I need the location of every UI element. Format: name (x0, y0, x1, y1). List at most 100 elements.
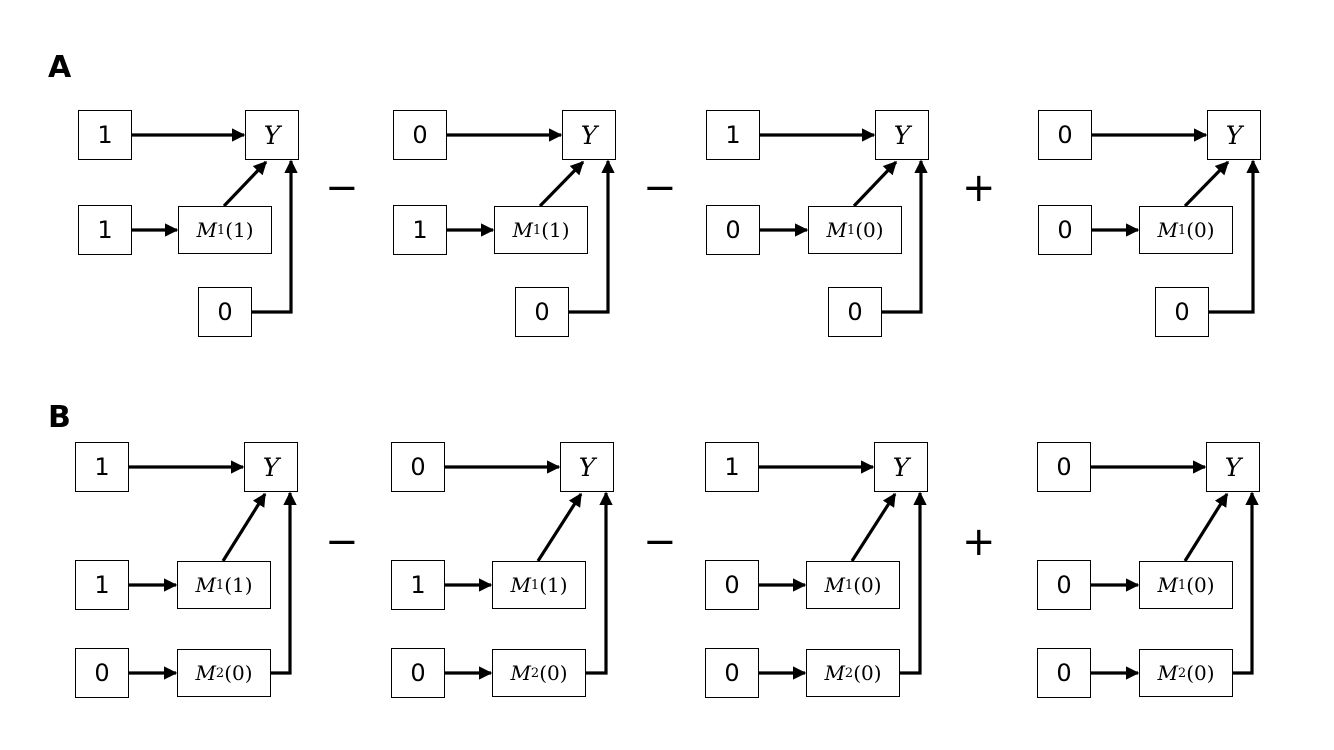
exposure-value: 0 (94, 659, 110, 687)
exposure-value: 0 (217, 298, 233, 326)
exposure-value: 0 (724, 659, 740, 687)
exposure-box-mid: 1 (78, 205, 132, 255)
exposure-box-mid: 1 (75, 560, 129, 610)
outcome-box-y: Y (244, 442, 298, 492)
mediator-symbol: M (824, 661, 845, 685)
minus-operator: − (325, 165, 359, 211)
exposure-value: 0 (1057, 216, 1073, 244)
exposure-box-top: 0 (393, 110, 447, 160)
outcome-box-y: Y (874, 442, 928, 492)
arrow-bottom-to-y (569, 159, 615, 314)
arrow-m2-to-y (586, 491, 613, 675)
mediator-symbol: M (512, 218, 533, 242)
mediator-subscript: 2 (844, 665, 854, 681)
mediator-subscript: 1 (530, 577, 540, 593)
minus-operator: − (643, 519, 677, 565)
mediator-subscript: 2 (1177, 665, 1187, 681)
panel-label: B (48, 400, 71, 435)
exposure-box-bottom: 0 (391, 648, 445, 698)
outcome-box-y: Y (1207, 110, 1261, 160)
arrow-m2-to-y (271, 491, 297, 675)
outcome-label: Y (1224, 452, 1242, 482)
arrow-m1-to-y (850, 492, 897, 562)
mediator-symbol: M (510, 573, 531, 597)
exposure-box-top: 0 (391, 442, 445, 492)
exposure-value: 0 (1056, 571, 1072, 599)
arrow-m1-to-y (538, 160, 585, 208)
exposure-box-top: 1 (705, 442, 759, 492)
mediator-subscript: 1 (844, 577, 854, 593)
exposure-box-top: 0 (1037, 442, 1091, 492)
mediator-symbol: M (510, 661, 531, 685)
mediator-argument: (0) (224, 661, 253, 685)
outcome-box-y: Y (560, 442, 614, 492)
mediator-subscript: 1 (846, 222, 856, 238)
mediator-argument: (0) (539, 661, 568, 685)
exposure-box-mid: 1 (393, 205, 447, 255)
exposure-box-bottom: 0 (75, 648, 129, 698)
arrow-m1-to-y (536, 492, 583, 562)
exposure-box-top: 1 (75, 442, 129, 492)
exposure-value: 1 (94, 453, 110, 481)
outcome-box-y: Y (1206, 442, 1260, 492)
exposure-value: 0 (534, 298, 550, 326)
exposure-value: 1 (724, 453, 740, 481)
outcome-label: Y (1225, 120, 1243, 150)
mediator-subscript: 1 (1177, 577, 1187, 593)
exposure-box-top: 1 (706, 110, 760, 160)
arrow-bottom-to-y (882, 159, 928, 314)
exposure-box-mid: 0 (705, 560, 759, 610)
exposure-box-mid: 0 (706, 205, 760, 255)
mediator-subscript: 1 (216, 222, 226, 238)
mediator-subscript: 2 (215, 665, 225, 681)
exposure-box-bottom: 0 (828, 287, 882, 337)
exposure-box-bottom: 0 (1037, 648, 1091, 698)
outcome-label: Y (262, 452, 280, 482)
exposure-value: 0 (412, 121, 428, 149)
arrow-m1-to-y (1183, 492, 1229, 562)
outcome-box-y: Y (245, 110, 299, 160)
mediator-subscript: 1 (1177, 222, 1187, 238)
exposure-value: 0 (1056, 659, 1072, 687)
mediator-argument: (1) (539, 573, 568, 597)
mediator-argument: (0) (853, 661, 882, 685)
mediator-subscript: 1 (215, 577, 225, 593)
exposure-box-mid: 0 (1038, 205, 1092, 255)
exposure-box-mid: 1 (391, 560, 445, 610)
arrow-m1-to-y (221, 492, 267, 562)
mediator-subscript: 1 (532, 222, 542, 238)
mediator-argument: (1) (541, 218, 570, 242)
mediator-symbol: M (1157, 573, 1178, 597)
exposure-value: 0 (410, 453, 426, 481)
exposure-value: 0 (847, 298, 863, 326)
exposure-value: 1 (94, 571, 110, 599)
arrow-m1-to-y (852, 160, 898, 208)
exposure-value: 1 (97, 121, 113, 149)
mediator-argument: (0) (1186, 573, 1215, 597)
outcome-label: Y (580, 120, 598, 150)
outcome-box-y: Y (562, 110, 616, 160)
mediator-symbol: M (195, 661, 216, 685)
outcome-label: Y (263, 120, 281, 150)
exposure-box-top: 0 (1038, 110, 1092, 160)
mediator-symbol: M (826, 218, 847, 242)
outcome-box-y: Y (875, 110, 929, 160)
outcome-label: Y (578, 452, 596, 482)
exposure-box-top: 1 (78, 110, 132, 160)
exposure-value: 1 (725, 121, 741, 149)
mediator-argument: (1) (224, 573, 253, 597)
exposure-value: 0 (1056, 453, 1072, 481)
outcome-label: Y (892, 452, 910, 482)
arrow-m2-to-y (1233, 491, 1259, 675)
mediator-symbol: M (196, 218, 217, 242)
plus-operator: + (962, 519, 996, 565)
arrow-m2-to-y (900, 491, 927, 675)
mediator-subscript: 2 (530, 665, 540, 681)
